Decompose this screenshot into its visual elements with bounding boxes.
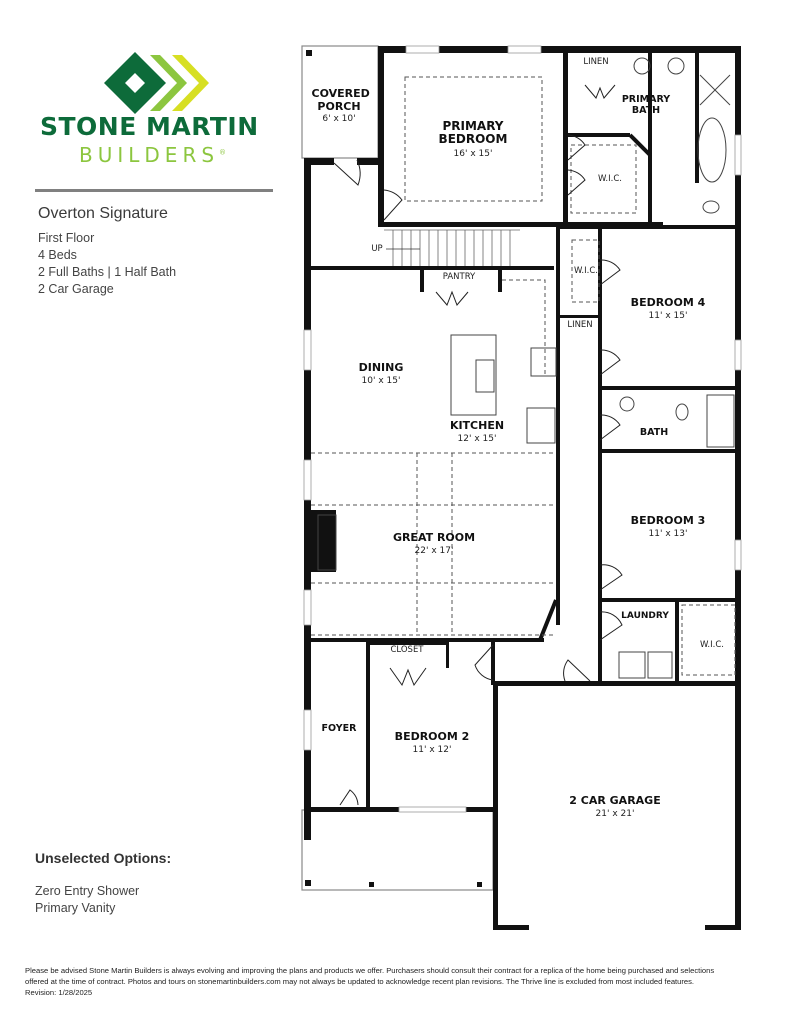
primary-bath-label: PRIMARY BATH <box>621 94 671 116</box>
linen-label: LINEN <box>567 320 593 330</box>
logo-mark <box>104 52 209 114</box>
garage-dim: 21' x 21' <box>595 809 635 819</box>
brand-name: STONE MARTIN <box>40 112 259 141</box>
wic-label: W.I.C. <box>598 174 622 184</box>
plan-floor: First Floor <box>38 231 95 245</box>
linen-label: LINEN <box>583 57 609 67</box>
bedroom-3-label: BEDROOM 3 <box>630 514 706 527</box>
bath-label: BATH <box>639 427 669 438</box>
kitchen-dim: 12' x 15' <box>457 434 497 444</box>
options-heading: Unselected Options: <box>35 850 172 866</box>
bedroom-4-dim: 11' x 15' <box>648 311 688 321</box>
walls <box>304 46 741 930</box>
stairs <box>384 229 520 266</box>
laundry-label: LAUNDRY <box>621 611 669 621</box>
bedroom-3-dim: 11' x 13' <box>648 529 688 539</box>
primary-bedroom-label: PRIMARY BEDROOM <box>438 119 508 146</box>
kitchen-label: KITCHEN <box>449 419 505 432</box>
great-room-label: GREAT ROOM <box>392 531 476 544</box>
plan-garage: 2 Car Garage <box>38 282 114 296</box>
wic-label: W.I.C. <box>700 640 724 650</box>
dining-dim: 10' x 15' <box>361 376 401 386</box>
closet-label: CLOSET <box>390 645 424 655</box>
plan-name: Overton Signature <box>38 205 168 222</box>
registered-mark: ® <box>219 148 227 157</box>
option-item: Zero Entry Shower <box>35 884 140 898</box>
disclaimer: Please be advised Stone Martin Builders … <box>25 966 715 997</box>
plan-beds: 4 Beds <box>38 248 77 262</box>
stairs-up-label: UP <box>371 244 383 254</box>
brand-builders: BUILDERS <box>79 143 220 167</box>
plan-baths: 2 Full Baths | 1 Half Bath <box>38 265 177 279</box>
option-item: Primary Vanity <box>35 901 116 915</box>
bedroom-2-label: BEDROOM 2 <box>394 730 470 743</box>
bedroom-2-dim: 11' x 12' <box>412 745 452 755</box>
garage-label: 2 CAR GARAGE <box>569 794 661 807</box>
pantry-label: PANTRY <box>442 272 476 282</box>
wic-label: W.I.C. <box>574 266 598 276</box>
brand-subname: BUILDERS® <box>79 143 226 167</box>
covered-porch-dim: 6' x 10' <box>322 114 356 124</box>
primary-bedroom-dim: 16' x 15' <box>453 149 493 159</box>
divider <box>35 189 273 192</box>
dining-label: DINING <box>358 361 404 374</box>
covered-porch-label: COVERED PORCH <box>311 87 370 113</box>
foyer-label: FOYER <box>321 723 357 734</box>
bedroom-4-label: BEDROOM 4 <box>630 296 706 309</box>
covered-porch-outline <box>301 45 494 891</box>
great-room-dim: 22' x 17' <box>414 546 454 556</box>
